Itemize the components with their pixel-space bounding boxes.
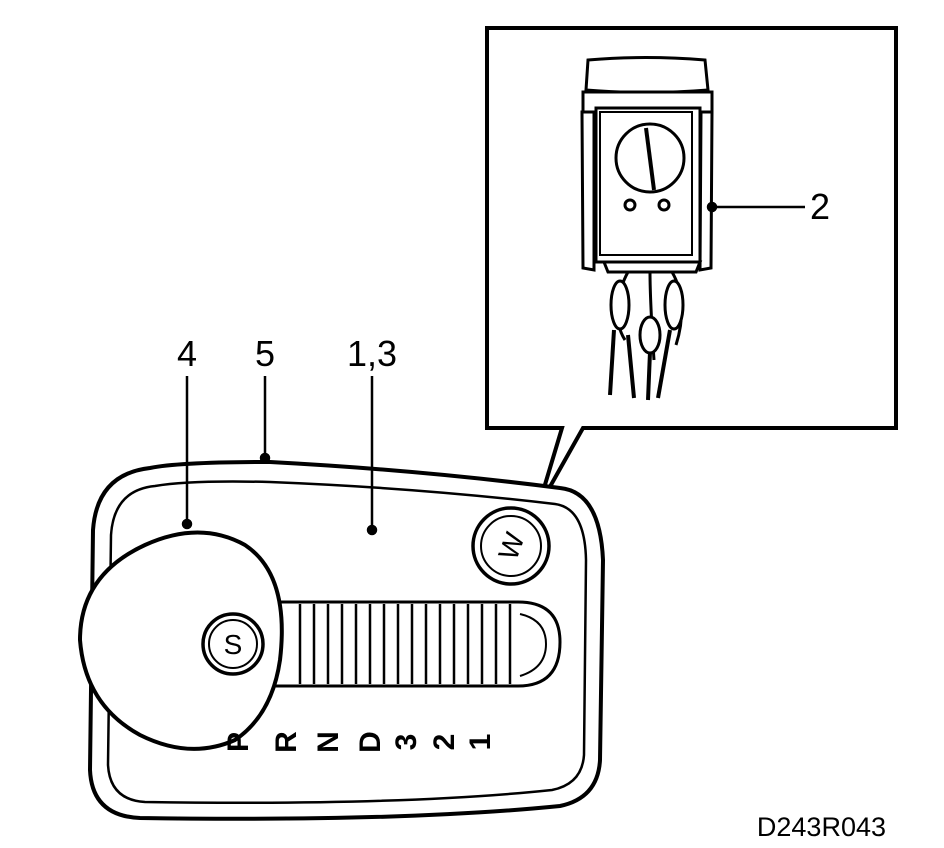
figure-id: D243R043 [757,812,886,842]
inset-detail [485,26,898,509]
gear-position-d: D [354,731,387,753]
switch-component-icon [580,56,714,401]
gear-position-3: 3 [390,734,423,751]
gear-position-p: P [222,732,255,752]
sport-button: S [201,612,265,676]
shift-knob [77,530,284,751]
winter-button: W [471,506,551,586]
callout-4: 4 [177,333,197,374]
callout-2: 2 [810,186,830,227]
callout-1-3: 1,3 [347,333,397,374]
leader-lines [181,201,805,536]
callout-5: 5 [255,333,275,374]
sport-button-label: S [224,629,243,660]
gear-position-r: R [270,731,303,753]
gear-position-2: 2 [428,734,461,751]
gear-position-n: N [312,731,345,753]
selector-gate-slot [266,600,562,688]
gear-position-1: 1 [464,734,497,751]
